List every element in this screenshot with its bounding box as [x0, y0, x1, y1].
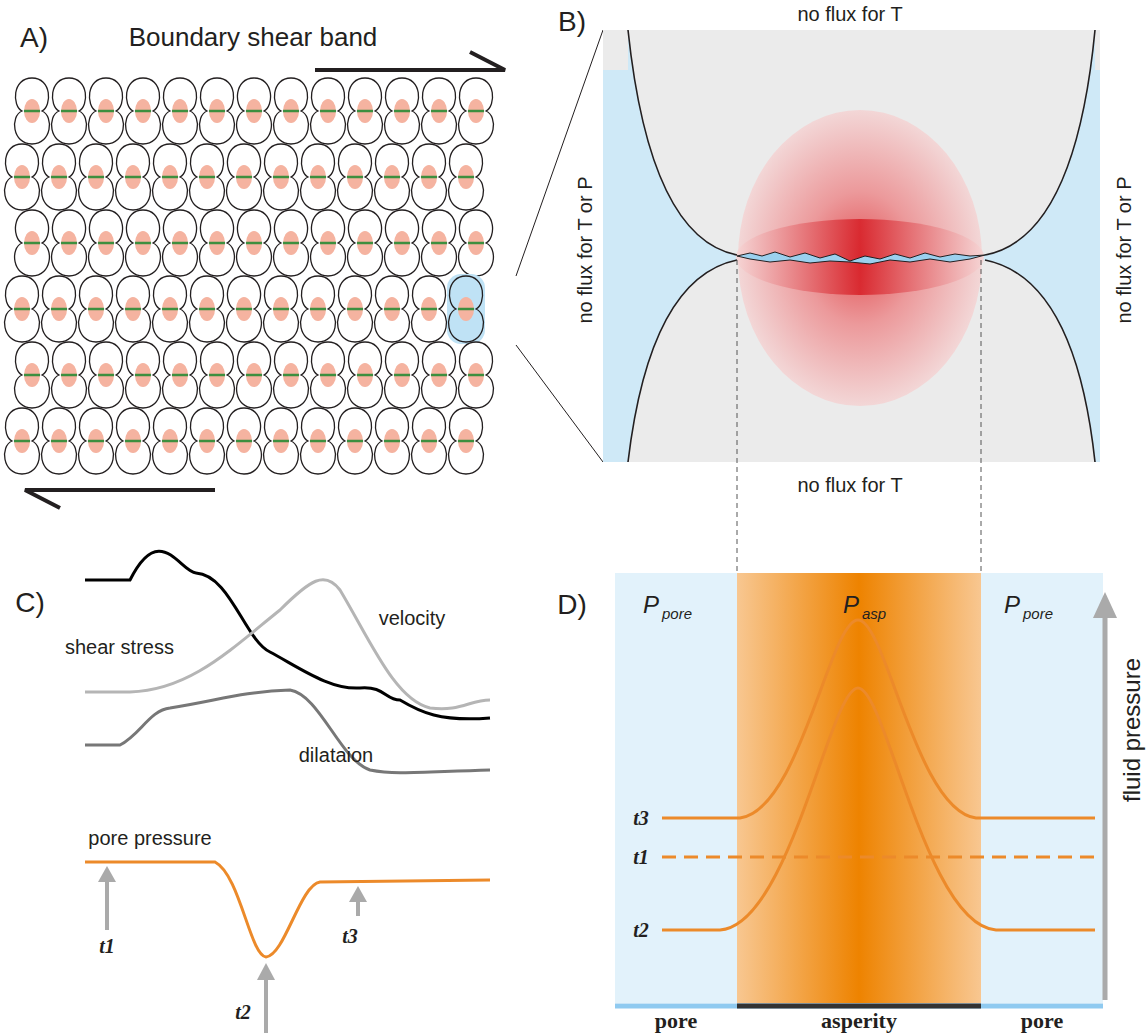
figure-label: dilataion: [299, 744, 374, 767]
grain-packing: [5, 78, 494, 474]
figure-label: pore: [1023, 605, 1053, 622]
figure-label: velocity: [379, 607, 446, 630]
asperity-baseline: [737, 1004, 981, 1009]
figure-label: fluid pressure: [1118, 658, 1146, 802]
guide-line: [737, 260, 738, 575]
grain-body: [603, 30, 628, 70]
pore-region: [981, 573, 1103, 1003]
grain-body: [1095, 30, 1100, 70]
figure-label: D): [557, 589, 587, 621]
t1-pressure: [662, 856, 1095, 859]
pressure-axis: [1103, 615, 1108, 1000]
pressure-axis-head: [1093, 592, 1117, 618]
asperity-region: [737, 573, 981, 1003]
figure-label: t1: [99, 935, 115, 958]
contact-fluid-film: [737, 252, 985, 264]
pore-pressure-curve: [85, 862, 490, 957]
time-arrows: [98, 866, 367, 1033]
figure-label: C): [15, 587, 45, 619]
figure-label: P: [843, 591, 859, 619]
figure-label: pore pressure: [88, 827, 211, 850]
figure-label: no flux for T: [797, 3, 902, 26]
figure-label: pore: [662, 605, 692, 622]
figure-label: B): [558, 6, 586, 38]
pore-region: [615, 573, 737, 1003]
pore-fluid: [603, 30, 1100, 462]
figure-label: no flux for T or P: [574, 176, 597, 323]
t2-pressure: [662, 688, 1095, 930]
figure-label: asp: [862, 605, 886, 622]
figure-label: no flux for T: [797, 474, 902, 497]
shear-arrow: [315, 52, 505, 70]
figure-label: asperity: [821, 1008, 897, 1033]
figure-label: t1: [633, 846, 649, 869]
figure-label: Boundary shear band: [129, 23, 378, 53]
figure-label: pore: [655, 1008, 697, 1033]
shear-arrow: [25, 490, 215, 508]
figure-label: P: [643, 591, 659, 619]
figure-label: t2: [633, 919, 649, 942]
figure-label: t3: [633, 807, 649, 830]
figure-label: P: [1004, 591, 1020, 619]
guide-line: [981, 260, 982, 575]
figure-label: no flux for T or P: [1113, 176, 1136, 323]
zoom-line: [516, 345, 603, 462]
shear-stress-curve: [85, 551, 490, 719]
dilation-curve: [85, 690, 490, 773]
figure-label: A): [20, 22, 48, 54]
figure-label: t2: [235, 1001, 251, 1024]
heat-band: [736, 219, 984, 295]
figure-label: shear stress: [65, 636, 175, 659]
figure-label: t3: [342, 925, 358, 948]
figure-label: pore: [1021, 1008, 1063, 1033]
pore-baseline: [615, 1004, 1103, 1009]
grain-outline: [628, 30, 1095, 462]
